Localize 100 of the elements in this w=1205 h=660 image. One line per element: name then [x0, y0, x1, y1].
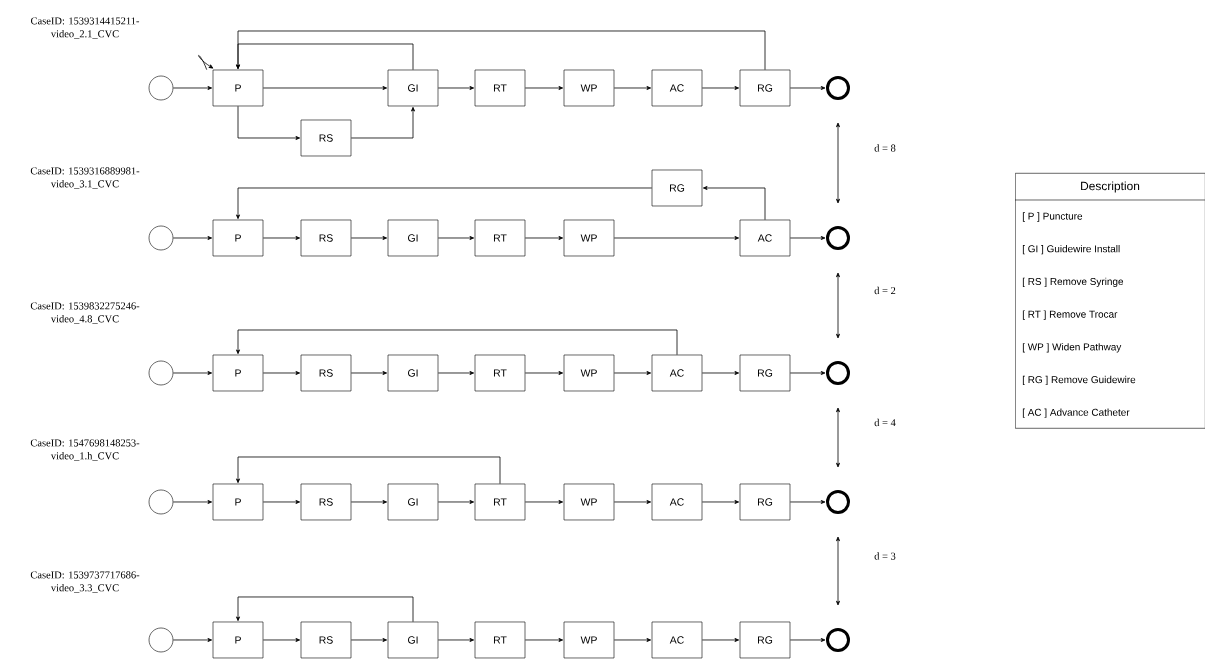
arrow: [613, 500, 652, 504]
process-box: AC: [739, 219, 791, 257]
arrow: [701, 371, 740, 375]
process-box: AC: [651, 621, 703, 659]
arrow: [437, 638, 475, 642]
arrow: [262, 236, 301, 240]
arrow: [350, 236, 388, 240]
process-box: RG: [739, 354, 791, 392]
arrow: [613, 236, 740, 240]
arrow: [701, 638, 740, 642]
case-label: CaseID: 1547698148253- video_1.h_CVC: [30, 439, 140, 461]
process-box: WP: [563, 69, 615, 107]
process-box: GI: [387, 219, 439, 257]
case-label: CaseID: 1539316889981- video_3.1_CVC: [30, 167, 140, 189]
case-label: CaseID: 1539314415211- video_2.1_CVC: [31, 17, 140, 39]
process-box: P: [212, 483, 264, 521]
arrow: [236, 329, 678, 356]
arrow: [172, 236, 213, 240]
arrow: [437, 371, 475, 375]
arrow: [789, 500, 826, 504]
arrow: [613, 371, 652, 375]
process-box: RT: [474, 354, 526, 392]
edge-label: d = 8: [873, 143, 897, 153]
arrow: [262, 638, 301, 642]
arrow: [613, 86, 652, 90]
arrow: [350, 500, 388, 504]
arrow: [701, 500, 740, 504]
process-box: GI: [387, 354, 439, 392]
arrow: [236, 30, 766, 71]
arrow: [350, 371, 388, 375]
process-box: WP: [563, 483, 615, 521]
end-circle: [826, 361, 850, 385]
double-arrow: [836, 272, 840, 339]
edge-label: d = 3: [873, 551, 897, 561]
process-box: WP: [563, 621, 615, 659]
end-circle: [826, 226, 850, 250]
case-label: CaseID: 1539737717686- video_3.3_CVC: [30, 571, 140, 593]
process-box: RT: [474, 621, 526, 659]
process-box: P: [212, 219, 264, 257]
end-circle: [826, 628, 850, 652]
arrow: [237, 105, 301, 140]
start-circle: [148, 489, 174, 515]
process-box: RS: [300, 483, 352, 521]
arrow: [262, 500, 301, 504]
arrow: [789, 236, 826, 240]
arrow: [350, 106, 415, 139]
arrow: [789, 638, 826, 642]
end-circle: [826, 490, 850, 514]
arrow: [437, 500, 475, 504]
arrow: [524, 638, 564, 642]
arrow: [701, 86, 740, 90]
process-box: RS: [300, 354, 352, 392]
arrow: [524, 86, 564, 90]
arrow: [789, 86, 826, 90]
process-box: RS: [300, 621, 352, 659]
double-arrow: [836, 122, 840, 204]
arrow: [172, 500, 213, 504]
process-box: GI: [387, 69, 439, 107]
arrow: [524, 500, 564, 504]
arrow: [524, 371, 564, 375]
process-box: P: [212, 69, 264, 107]
process-box: AC: [651, 483, 703, 521]
arrow: [198, 55, 214, 71]
process-box: P: [212, 354, 264, 392]
process-box: RT: [474, 69, 526, 107]
arrow: [172, 638, 213, 642]
process-box: GI: [387, 621, 439, 659]
process-box: WP: [563, 219, 615, 257]
process-box: RG: [739, 483, 791, 521]
arrow: [789, 371, 826, 375]
process-box: AC: [651, 69, 703, 107]
start-circle: [148, 75, 174, 101]
start-circle: [148, 627, 174, 653]
process-box: P: [212, 621, 264, 659]
start-circle: [148, 360, 174, 386]
arrow: [702, 186, 766, 221]
process-box: RS: [300, 119, 352, 157]
case-label: CaseID: 1539832275246- video_4.8_CVC: [30, 302, 140, 324]
edge-label: d = 2: [873, 285, 897, 296]
arrow: [172, 86, 213, 90]
description-table: Description [ P ] Puncture [ GI ] Guidewire Install [ RS ] Remove Syringe [ RT ] Remove Trocar [ WP ] Widen Pathway [ RG ] Remove Guidewire [ AC ] Advance Catheter: [1014, 173, 1205, 429]
arrow: [236, 187, 653, 220]
arrow: [613, 638, 652, 642]
arrow: [262, 86, 388, 90]
start-circle: [148, 225, 174, 251]
arrow: [236, 43, 414, 71]
arrow: [236, 596, 414, 623]
arrow: [350, 638, 388, 642]
double-arrow: [836, 407, 840, 468]
edge-label: d = 4: [873, 417, 897, 428]
arrow: [172, 371, 213, 375]
process-box: RT: [474, 483, 526, 521]
arrow: [437, 86, 475, 90]
process-box: RT: [474, 219, 526, 257]
process-box: RG: [739, 69, 791, 107]
arrow: [437, 236, 475, 240]
process-box: RG: [651, 169, 703, 207]
arrow: [524, 236, 564, 240]
arrow: [236, 456, 501, 485]
end-circle: [826, 76, 850, 100]
